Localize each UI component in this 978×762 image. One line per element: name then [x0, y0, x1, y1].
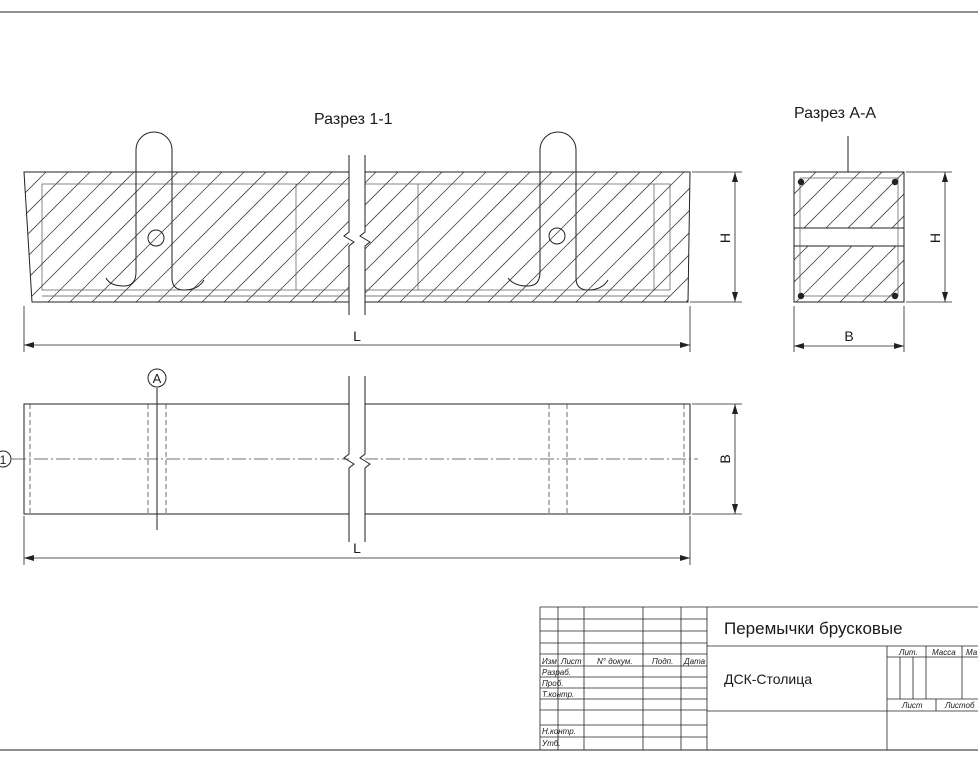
hatch-line: [399, 172, 531, 302]
plan-view: [12, 376, 698, 542]
hatch-line: [641, 172, 690, 302]
hatch-line: [24, 172, 69, 302]
hatch-line: [24, 172, 47, 302]
hatch-line: [972, 172, 978, 302]
dimension-l-plan: L: [23, 516, 691, 565]
hatch-line: [25, 172, 157, 302]
section-1-1-title: Разрез 1-1: [314, 111, 393, 128]
hatch-line: [619, 172, 690, 302]
hatch-line: [24, 172, 25, 302]
stage-mass: Масса: [932, 648, 956, 657]
hatch-line: [509, 172, 641, 302]
sheets-label: Листоб: [944, 701, 975, 710]
hatch-line: [267, 172, 399, 302]
dim-b-plan-label: B: [717, 454, 733, 463]
stage-lit: Лит.: [898, 648, 918, 657]
col-list: Лист: [560, 657, 582, 666]
hatch-line: [157, 172, 289, 302]
hatch-line: [47, 172, 179, 302]
section-marker-a: А: [147, 368, 167, 388]
section-marker-1: 1: [0, 450, 12, 468]
role-approved: Утб.: [541, 739, 561, 748]
hatch-line: [113, 172, 245, 302]
col-izm: Изм: [542, 657, 557, 666]
dim-l-plan-label: L: [353, 540, 361, 556]
role-t-control: Т.контр.: [542, 690, 574, 699]
section-a-a-view: [793, 171, 978, 303]
hatch-line: [223, 172, 355, 302]
hatch-line: [794, 172, 839, 217]
hatch-line: [24, 172, 135, 302]
role-checked: Проб.: [542, 679, 563, 688]
hatch-line: [355, 172, 487, 302]
dimension-h-aa: H: [906, 171, 952, 303]
section-1-1-view: [23, 131, 691, 315]
lifting-loop-left: [105, 131, 205, 291]
hatch-line: [69, 172, 201, 302]
col-sign: Подп.: [652, 657, 673, 666]
hatch-line: [465, 172, 597, 302]
col-date: Дата: [683, 657, 706, 666]
hatch-line: [839, 237, 904, 302]
role-n-control: Н.контр.: [542, 727, 576, 736]
dimension-l-section: L: [23, 306, 691, 352]
stage-scale: Ма: [966, 648, 978, 657]
hatch-line: [553, 172, 685, 302]
hatch-line: [179, 172, 311, 302]
col-doc-no: N° докум.: [597, 657, 633, 666]
hatch-line: [377, 172, 509, 302]
hatch-line: [24, 172, 113, 302]
hatch-line: [135, 172, 267, 302]
hatch-line: [531, 172, 663, 302]
section-marker-1-label: 1: [0, 453, 7, 467]
dimension-b-aa: B: [793, 306, 905, 352]
hatch-line: [421, 172, 553, 302]
hatch-line: [201, 172, 333, 302]
dim-l-label: L: [353, 328, 361, 344]
product-name: Перемычки брусковые: [724, 619, 903, 638]
hatch-line: [575, 172, 690, 302]
role-developer: Разраб.: [542, 668, 571, 677]
dimension-b-plan: B: [692, 403, 742, 515]
title-block: Изм Лист N° докум. Подп. Дата Разраб. Пр…: [539, 606, 978, 750]
dim-b-aa-label: B: [844, 328, 853, 344]
dim-h-label: H: [717, 233, 733, 243]
hatch-line: [487, 172, 619, 302]
lifting-loop-right: [507, 131, 609, 291]
hatch-line: [443, 172, 575, 302]
hatch-line: [950, 172, 978, 302]
hatch-line: [597, 172, 690, 302]
hatch-line: [861, 259, 904, 302]
hatch-line: [91, 172, 223, 302]
hatch-line: [663, 172, 690, 302]
dimension-h-section: H: [690, 171, 742, 303]
section-marker-a-label: А: [153, 371, 162, 386]
section-a-a-title: Разрез А-А: [794, 105, 876, 122]
hatch-line: [311, 172, 443, 302]
sheet-label: Лист: [901, 701, 923, 710]
organization: ДСК-Столица: [724, 671, 812, 687]
dim-h-aa-label: H: [927, 233, 943, 243]
